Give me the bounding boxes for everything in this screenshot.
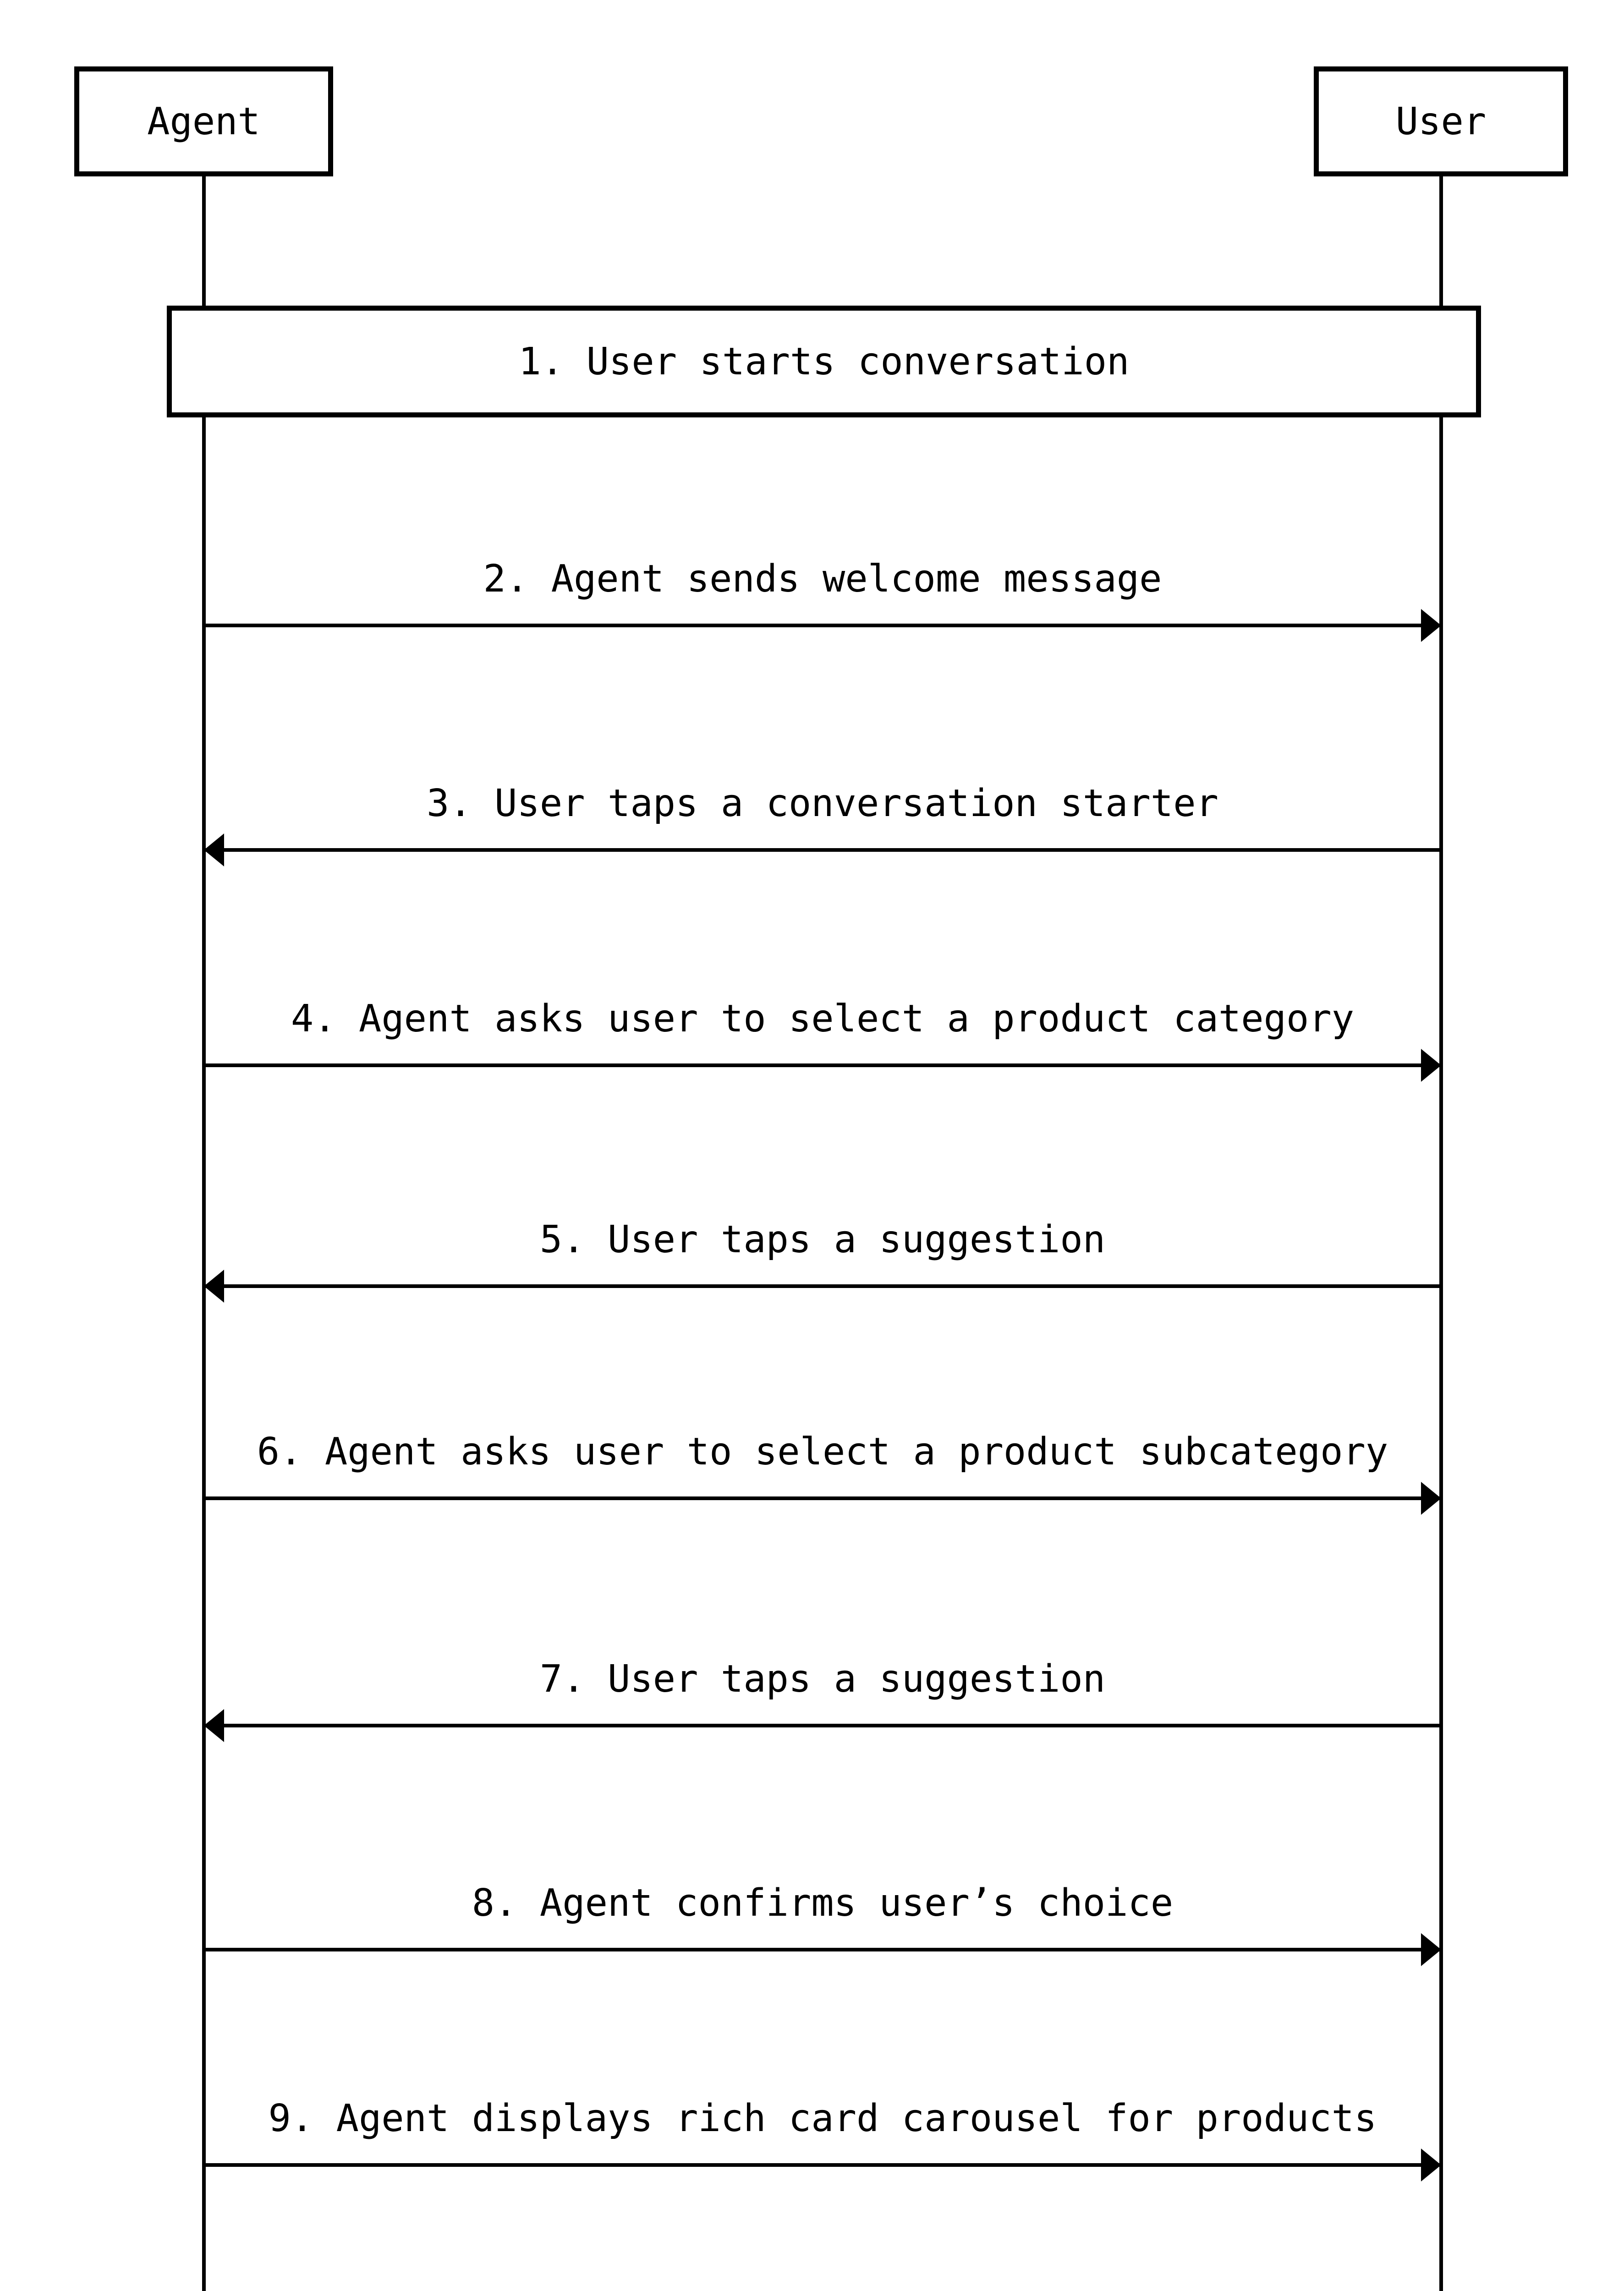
message-2-label: 2. Agent sends welcome message	[483, 557, 1162, 601]
note-label-step-1: 1. User starts conversation	[518, 340, 1130, 384]
message-4-label: 4. Agent asks user to select a product c…	[291, 997, 1355, 1041]
message-3-label: 3. User taps a conversation starter	[427, 781, 1218, 825]
actor-box-agent-top: Agent	[74, 66, 333, 176]
lifeline-agent	[202, 175, 206, 2291]
message-7-label: 7. User taps a suggestion	[539, 1657, 1106, 1701]
arrowhead-right-icon	[1421, 1933, 1441, 1966]
message-9-line	[204, 2163, 1441, 2167]
message-8-label: 8. Agent confirms user’s choice	[472, 1881, 1174, 1925]
arrowhead-left-icon	[204, 833, 224, 866]
message-7-line	[204, 1724, 1441, 1727]
actor-label-user-top: User	[1395, 99, 1487, 143]
note-box-step-1: 1. User starts conversation	[167, 306, 1481, 417]
message-9-label: 9. Agent displays rich card carousel for…	[268, 2096, 1377, 2140]
arrowhead-left-icon	[204, 1709, 224, 1742]
message-4-line	[204, 1063, 1441, 1067]
message-6-label: 6. Agent asks user to select a product s…	[257, 1430, 1388, 1474]
actor-label-agent-top: Agent	[147, 99, 260, 143]
actor-box-user-top: User	[1314, 66, 1568, 176]
message-5-line	[204, 1284, 1441, 1288]
arrowhead-left-icon	[204, 1270, 224, 1303]
message-2-line	[204, 624, 1441, 627]
arrowhead-right-icon	[1421, 609, 1441, 642]
message-5-label: 5. User taps a suggestion	[539, 1217, 1106, 1261]
arrowhead-right-icon	[1421, 1049, 1441, 1082]
message-6-line	[204, 1496, 1441, 1500]
lifeline-user	[1439, 175, 1443, 2291]
message-3-line	[204, 848, 1441, 852]
message-8-line	[204, 1948, 1441, 1951]
arrowhead-right-icon	[1421, 1482, 1441, 1515]
arrowhead-right-icon	[1421, 2148, 1441, 2181]
